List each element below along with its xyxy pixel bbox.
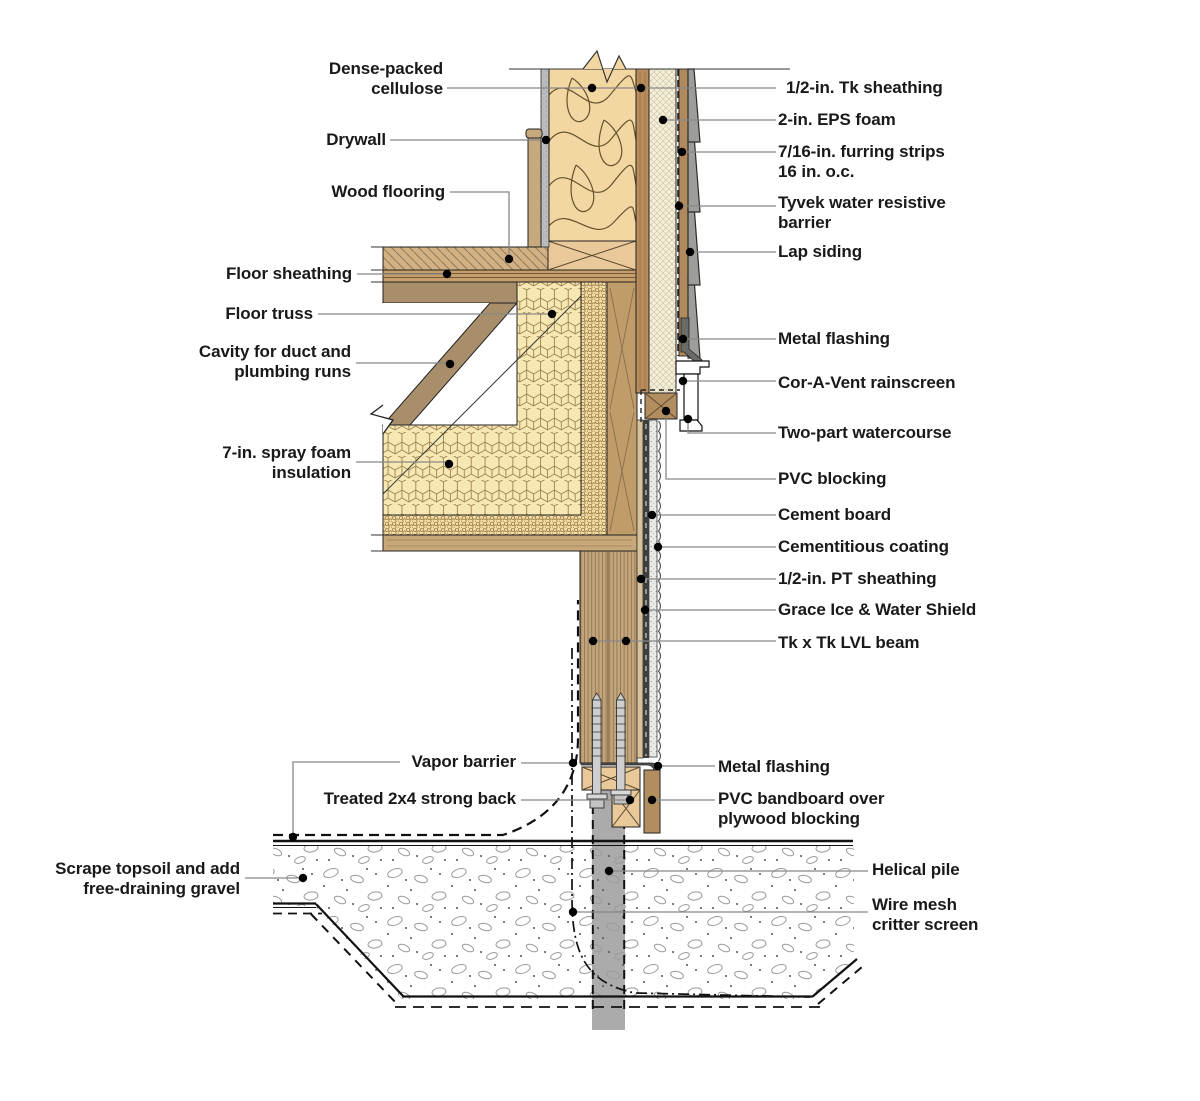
label-strong-back: Treated 2x4 strong back (323, 789, 516, 808)
label-cavity: Cavity for duct and plumbing runs (198, 342, 351, 381)
drywall-strip (540, 68, 550, 248)
label-metal-flashing-upper: Metal flashing (778, 329, 890, 348)
label-watercourse: Two-part watercourse (778, 423, 952, 442)
lap-siding-boards (687, 68, 701, 359)
trim-board (527, 135, 542, 248)
label-wood-flooring: Wood flooring (331, 182, 445, 201)
floor-assembly (369, 240, 638, 552)
label-tk-sheathing: 1/2-in. Tk sheathing (786, 78, 943, 97)
ground-section (273, 600, 863, 1030)
label-spray-foam: 7-in. spray foam insulation (222, 443, 351, 482)
wall-break-zigzag (582, 49, 627, 84)
wood-flooring-strip (382, 246, 549, 271)
label-floor-sheathing: Floor sheathing (225, 264, 352, 283)
trim-cap (525, 128, 543, 139)
label-drywall: Drywall (326, 130, 386, 149)
label-cement-board: Cement board (778, 505, 892, 524)
label-vapor-barrier: Vapor barrier (411, 752, 516, 771)
label-furring: 7/16-in. furring strips 16 in. o.c. (778, 142, 945, 181)
pt-sheathing-strip (636, 419, 644, 759)
cellulose-cavity (548, 68, 637, 242)
label-lvl-beam: Tk x Tk LVL beam (778, 633, 920, 652)
label-lap-siding: Lap siding (778, 242, 863, 261)
beam-and-cladding (579, 360, 710, 764)
label-metal-flashing-lower: Metal flashing (718, 757, 830, 776)
label-floor-truss: Floor truss (225, 304, 313, 323)
tk-sheathing-strip (635, 68, 650, 394)
pile-cap-assembly (580, 692, 661, 834)
label-dense-cellulose: Dense-packed cellulose (328, 59, 443, 98)
label-topsoil: Scrape topsoil and add free-draining gra… (55, 859, 240, 898)
label-helical-pile: Helical pile (872, 860, 960, 879)
furring-strip (678, 68, 689, 357)
leader-dots (288, 83, 695, 917)
label-pvc-bandboard: PVC bandboard over plywood blocking (718, 789, 885, 828)
gravel-fill (273, 845, 854, 999)
leader-lines (245, 87, 868, 913)
wire-mesh-line (571, 648, 811, 998)
label-wire-mesh: Wire mesh critter screen (872, 895, 979, 934)
label-pvc-blocking: PVC blocking (778, 469, 887, 488)
cor-a-vent-shape (675, 360, 710, 432)
cementitious-coating-wave (657, 420, 662, 762)
wall-assembly (509, 49, 790, 394)
truss-bottom-chord (382, 534, 638, 552)
label-cementitious: Cementitious coating (778, 537, 949, 556)
label-grace: Grace Ice & Water Shield (778, 600, 977, 619)
truss-top-chord (382, 281, 518, 304)
label-cor-a-vent: Cor-A-Vent rainscreen (778, 373, 956, 392)
label-pt-sheathing: 1/2-in. PT sheathing (778, 569, 937, 588)
rim-board (606, 281, 638, 536)
floor-sheathing-band (382, 269, 637, 283)
label-tyvek: Tyvek water resistive barrier (778, 193, 946, 232)
label-eps-foam: 2-in. EPS foam (778, 110, 896, 129)
